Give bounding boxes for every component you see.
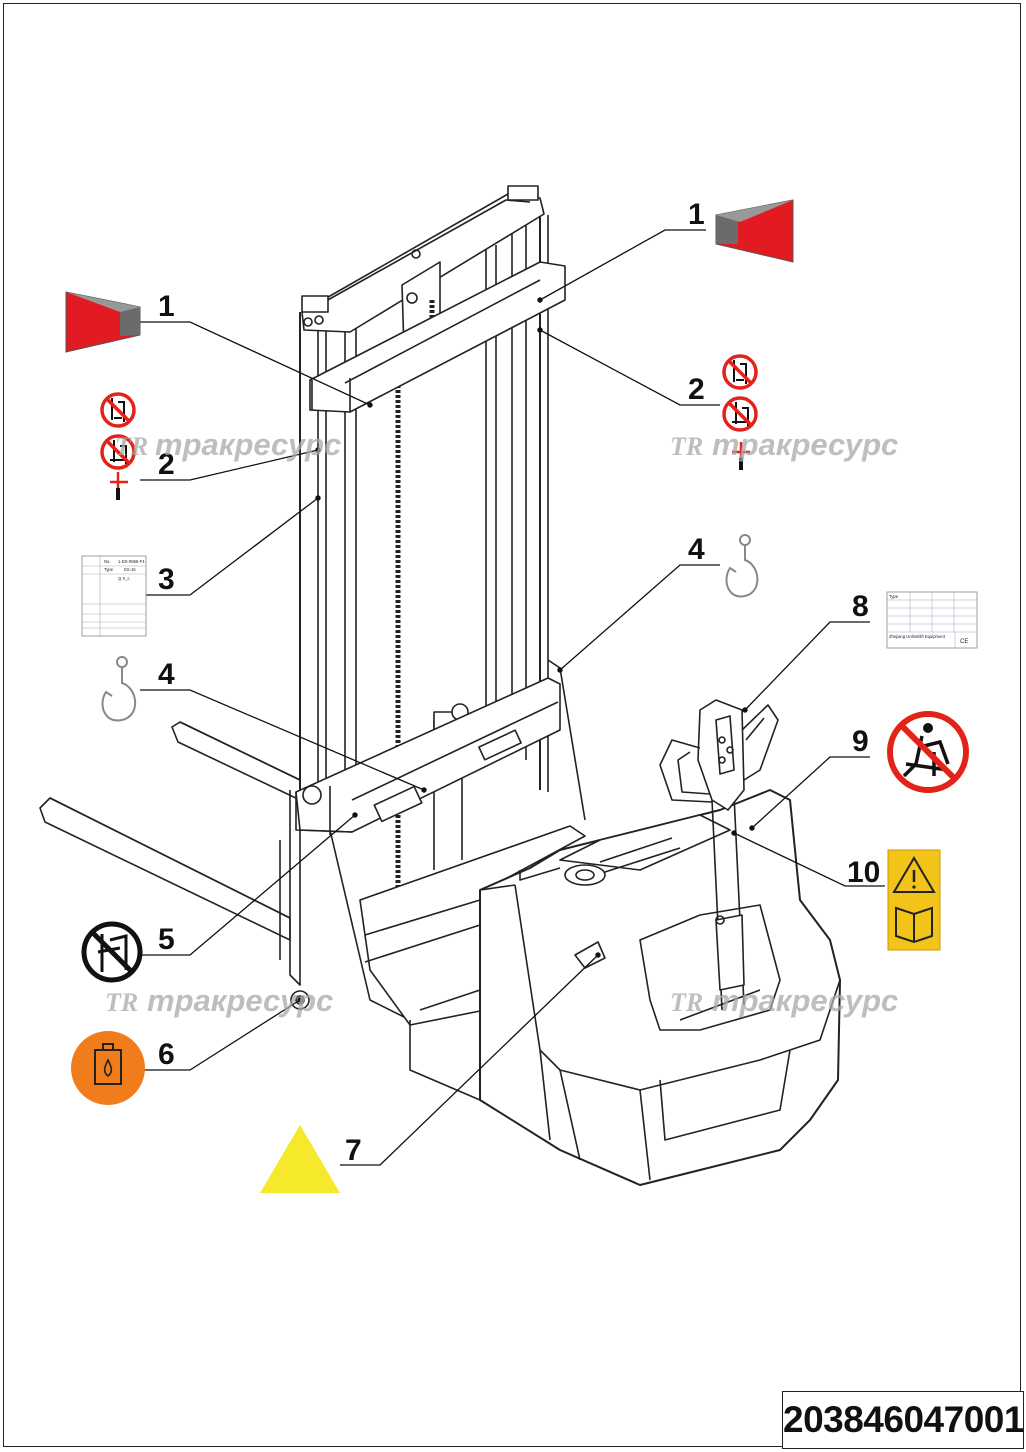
watermark: TR тракресурс	[115, 427, 341, 462]
mast	[299, 185, 566, 890]
stacker-truck-drawing	[39, 185, 841, 1186]
callout-2-left: 2	[158, 448, 175, 481]
callout-8: 8	[852, 590, 869, 623]
callout-1-right: 1	[688, 198, 705, 231]
part-number-box: 203846047001	[782, 1391, 1024, 1449]
nameplate-ce: CE	[960, 639, 968, 645]
red-reflector-icon	[65, 291, 141, 353]
no-riding-forks-icon	[100, 434, 136, 500]
load-chart-label-row3: Q X_c	[118, 576, 130, 581]
no-riding-icon	[887, 711, 969, 793]
callout-10: 10	[847, 856, 880, 889]
watermark-logo: TR	[115, 432, 148, 461]
hydraulic-oil-icon	[71, 1031, 145, 1105]
watermark: TR тракресурс	[105, 983, 333, 1018]
read-manual-label-icon	[887, 849, 941, 951]
callout-1-left: 1	[158, 290, 175, 323]
load-chart-label-row2a: Type	[104, 567, 114, 572]
watermark: TR тракресурс	[670, 983, 898, 1018]
no-standing-under-icon	[722, 354, 758, 390]
lifting-hook-icon	[101, 656, 137, 722]
load-chart-label-row2b: ES-15	[124, 567, 136, 572]
no-standing-under-icon	[100, 392, 136, 428]
callout-4-left: 4	[158, 658, 175, 691]
lifting-hook-icon	[725, 534, 759, 598]
callout-5: 5	[158, 923, 175, 956]
callout-2-right: 2	[688, 373, 705, 406]
leader-lines	[140, 229, 885, 1166]
nameplate-line2: Zhejiang Uniforklift Equipment	[889, 634, 946, 639]
fork-carriage	[279, 659, 586, 1021]
watermark: TR тракресурс	[670, 427, 898, 462]
forks	[39, 721, 301, 941]
drawing-frame	[3, 3, 1021, 1447]
no-hands-in-mast-icon	[81, 921, 143, 983]
tiller	[659, 699, 779, 1011]
callout-3: 3	[158, 563, 175, 596]
callout-7: 7	[345, 1134, 362, 1167]
watermark-logo: TR	[670, 432, 703, 461]
load-chart-label-row1a: No.	[104, 559, 111, 564]
callout-6: 6	[158, 1038, 175, 1071]
load-chart-label-icon: No. 1-DS-0965-F4 Type ES-15 Q X_c	[81, 555, 147, 637]
no-riding-forks-icon	[722, 396, 758, 470]
callout-4-right: 4	[688, 533, 705, 566]
warning-triangle-icon	[260, 1125, 340, 1193]
watermark-text: тракресурс	[147, 983, 333, 1018]
watermark-logo: TR	[105, 988, 138, 1017]
watermark-logo: TR	[670, 988, 703, 1017]
drive-unit-body	[479, 789, 841, 1186]
watermark-text: тракресурс	[712, 427, 898, 462]
red-reflector-icon	[715, 199, 794, 263]
callout-numbers: 1 1 2 2 3 4 4 8 9 10 5 6 7	[158, 198, 880, 1167]
callout-9: 9	[852, 725, 869, 758]
nameplate-label-icon: Type Zhejiang Uniforklift Equipment CE	[886, 591, 978, 649]
nameplate-line1: Type	[889, 594, 899, 599]
watermark-text: тракресурс	[712, 983, 898, 1018]
load-chart-label-row1b: 1-DS-0965-F4	[118, 559, 145, 564]
watermark-text: тракресурс	[155, 427, 341, 462]
